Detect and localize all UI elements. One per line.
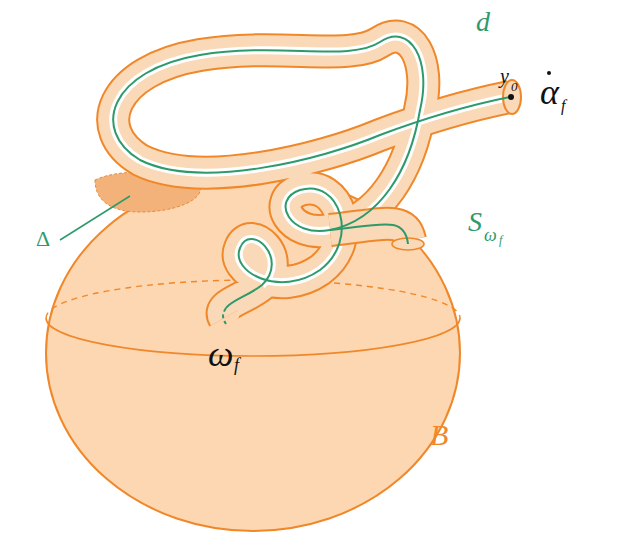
tube-highlight [113, 37, 510, 285]
subscript: f [499, 234, 502, 246]
ball-label: B [430, 420, 448, 450]
point-label: α [540, 74, 559, 110]
point [508, 94, 514, 100]
equator-front [46, 318, 460, 356]
tube-outline [113, 37, 510, 318]
curve [113, 37, 510, 308]
subscript: 0 [511, 80, 518, 93]
point-label: y [500, 66, 509, 86]
subscript: ω [484, 226, 497, 244]
curve-label: ω [208, 336, 233, 372]
tube-label: S [468, 208, 482, 236]
tube-fill [113, 37, 510, 318]
region-label: Δ [36, 228, 50, 250]
curve-dashed-end [223, 308, 226, 324]
tube [113, 37, 510, 318]
curve-branch [330, 224, 408, 244]
subscript: f [561, 98, 565, 114]
subscript: f [234, 356, 239, 374]
leader-line [60, 196, 130, 240]
curve-label: d [476, 8, 490, 36]
